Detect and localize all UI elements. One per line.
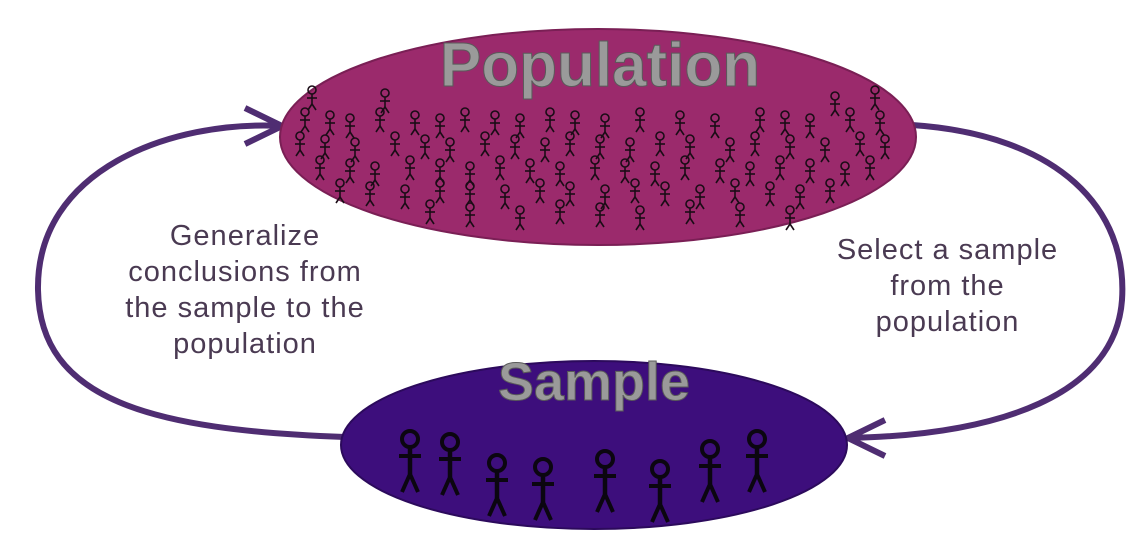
generalize-arrow bbox=[34, 122, 346, 440]
generalize-line-3: the sample to the bbox=[125, 292, 365, 324]
sample-ellipse bbox=[340, 360, 848, 530]
sample-title: Sample bbox=[498, 352, 690, 412]
generalize-caption: Generalize conclusions from the sample t… bbox=[40, 218, 450, 362]
generalize-line-1: Generalize bbox=[169, 220, 321, 252]
select-line-2: from the bbox=[890, 270, 1005, 302]
population-title: Population bbox=[440, 31, 760, 100]
generalize-line-4: population bbox=[173, 328, 317, 360]
select-arrow bbox=[847, 122, 1126, 441]
generalize-line-2: conclusions from bbox=[128, 256, 362, 288]
select-arrowhead bbox=[845, 417, 887, 459]
select-line-3: population bbox=[875, 306, 1020, 338]
select-line-1: Select a sample bbox=[836, 234, 1059, 266]
select-caption: Select a sample from the population bbox=[775, 232, 1120, 340]
